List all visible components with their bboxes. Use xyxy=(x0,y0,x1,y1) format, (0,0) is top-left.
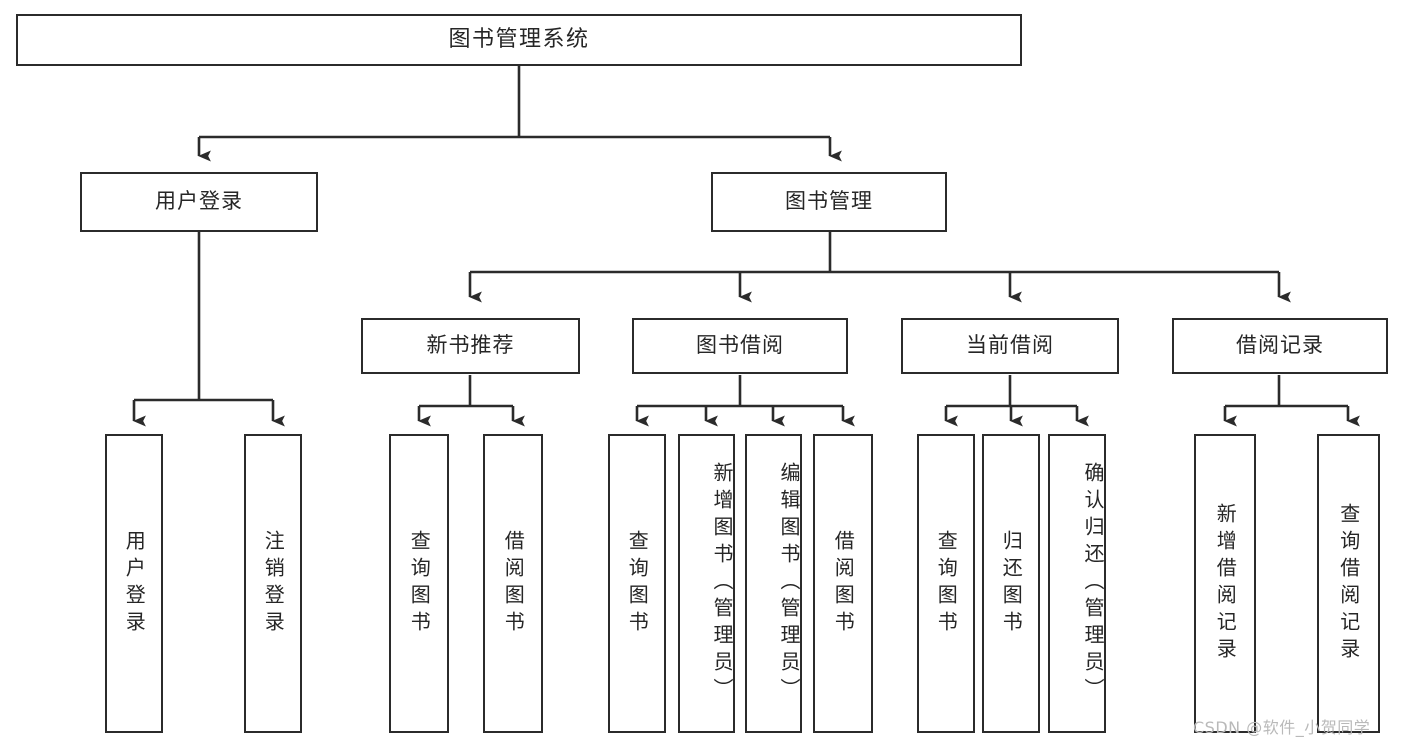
leaf-user-login-logout-label: 注销登录 xyxy=(261,529,286,638)
leaf-current-borrow-confirm[interactable]: 确认归还（管理员） xyxy=(1048,434,1106,733)
leaf-user-login-login-label: 用户登录 xyxy=(122,529,147,638)
leaf-borrow-record-add[interactable]: 新增借阅记录 xyxy=(1194,434,1256,733)
leaf-current-borrow-query-label: 查询图书 xyxy=(934,529,959,638)
node-new-book-recommend[interactable]: 新书推荐 xyxy=(361,318,580,374)
leaf-new-book-query[interactable]: 查询图书 xyxy=(389,434,449,733)
leaf-current-borrow-return-label: 归还图书 xyxy=(999,529,1024,638)
leaf-current-borrow-query[interactable]: 查询图书 xyxy=(917,434,975,733)
node-new-book-recommend-label: 新书推荐 xyxy=(426,333,515,358)
node-user-login-label: 用户登录 xyxy=(155,189,243,214)
leaf-borrow-record-query-label: 查询借阅记录 xyxy=(1336,502,1361,665)
leaf-new-book-borrow-label: 借阅图书 xyxy=(501,529,526,638)
leaf-book-borrow-borrow-label: 借阅图书 xyxy=(831,529,856,638)
leaf-borrow-record-query[interactable]: 查询借阅记录 xyxy=(1317,434,1380,733)
leaf-book-borrow-edit-label: 编辑图书（管理员） xyxy=(777,462,801,705)
node-root-label: 图书管理系统 xyxy=(448,26,590,52)
node-borrow-record-label: 借阅记录 xyxy=(1236,333,1324,358)
node-book-management-label: 图书管理 xyxy=(785,189,873,214)
leaf-book-borrow-add-label: 新增图书（管理员） xyxy=(710,462,734,705)
leaf-book-borrow-borrow[interactable]: 借阅图书 xyxy=(813,434,873,733)
node-current-borrow[interactable]: 当前借阅 xyxy=(901,318,1119,374)
csdn-watermark: CSDN @软件_小贺同学 xyxy=(1193,718,1371,737)
leaf-user-login-logout[interactable]: 注销登录 xyxy=(244,434,302,733)
leaf-new-book-query-label: 查询图书 xyxy=(407,529,432,638)
leaf-book-borrow-query-label: 查询图书 xyxy=(625,529,650,638)
leaf-book-borrow-edit[interactable]: 编辑图书（管理员） xyxy=(745,434,802,733)
leaf-user-login-login[interactable]: 用户登录 xyxy=(105,434,163,733)
leaf-borrow-record-add-label: 新增借阅记录 xyxy=(1213,502,1238,665)
node-book-management[interactable]: 图书管理 xyxy=(711,172,947,232)
leaf-book-borrow-add[interactable]: 新增图书（管理员） xyxy=(678,434,735,733)
leaf-current-borrow-return[interactable]: 归还图书 xyxy=(982,434,1040,733)
node-current-borrow-label: 当前借阅 xyxy=(966,333,1054,358)
node-book-borrow[interactable]: 图书借阅 xyxy=(632,318,848,374)
node-book-borrow-label: 图书借阅 xyxy=(696,333,784,358)
node-borrow-record[interactable]: 借阅记录 xyxy=(1172,318,1388,374)
leaf-new-book-borrow[interactable]: 借阅图书 xyxy=(483,434,543,733)
node-user-login[interactable]: 用户登录 xyxy=(80,172,318,232)
leaf-book-borrow-query[interactable]: 查询图书 xyxy=(608,434,666,733)
node-root[interactable]: 图书管理系统 xyxy=(16,14,1022,66)
leaf-current-borrow-confirm-label: 确认归还（管理员） xyxy=(1081,462,1105,705)
